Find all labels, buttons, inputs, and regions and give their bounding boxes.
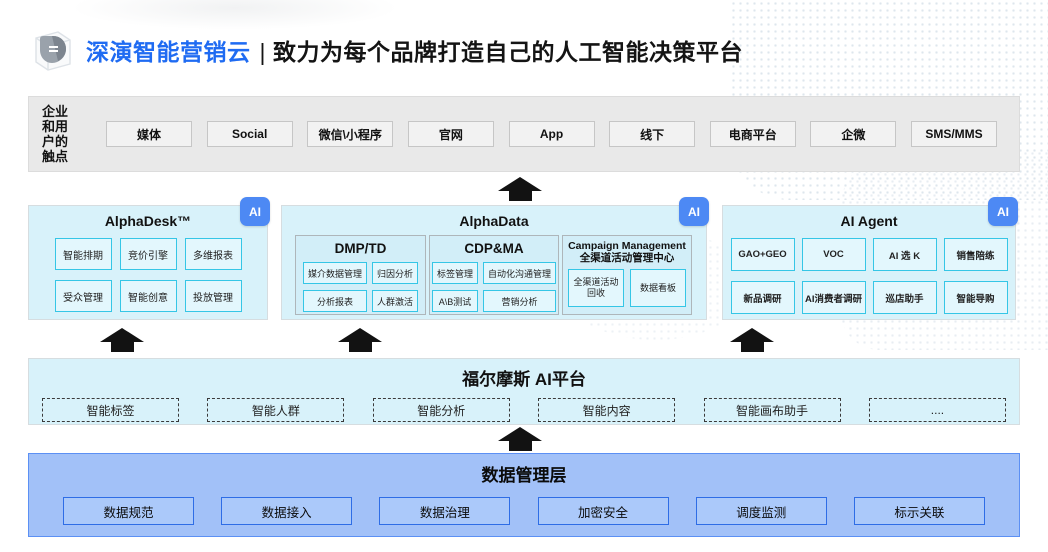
touchpoint-box: 官网 bbox=[407, 121, 494, 147]
capability-box: 智能内容 bbox=[538, 398, 676, 422]
data-module-box: 数据治理 bbox=[379, 497, 511, 525]
up-arrow-icon bbox=[100, 328, 144, 352]
touchpoint-box: Social bbox=[206, 121, 293, 147]
module-box: 多维报表 bbox=[184, 238, 242, 270]
capability-box: 智能画布助手 bbox=[703, 398, 841, 422]
touchpoint-box: 电商平台 bbox=[709, 121, 796, 147]
panel-alphadata: AI AlphaData DMP/TD 媒介数据管理归因分析分析报表人群激活 C… bbox=[281, 197, 709, 320]
capability-box: 智能人群 bbox=[207, 398, 345, 422]
subpanel-dmp-td: DMP/TD 媒介数据管理归因分析分析报表人群激活 bbox=[295, 235, 426, 315]
touchpoint-box: 线下 bbox=[609, 121, 696, 147]
capability-box: 智能标签 bbox=[42, 398, 179, 422]
module-box: 受众管理 bbox=[54, 280, 112, 312]
subpanel-campaign-title: Campaign Management 全渠道活动管理中心 bbox=[563, 236, 691, 264]
campaign-modules: 全渠道活动回收数据看板 bbox=[563, 269, 691, 307]
data-module-box: 数据接入 bbox=[221, 497, 353, 525]
touchpoint-box: 微信\小程序 bbox=[307, 121, 394, 147]
panel-alphadesk-title: AlphaDesk™ bbox=[104, 213, 192, 229]
module-box: 归因分析 bbox=[372, 262, 419, 284]
module-box: 媒介数据管理 bbox=[302, 262, 367, 284]
module-box: 标签管理 bbox=[431, 262, 478, 284]
module-box: 竞价引擎 bbox=[119, 238, 177, 270]
ai-badge: AI bbox=[988, 197, 1018, 226]
panel-ai-agent-title: AI Agent bbox=[840, 213, 898, 229]
data-management-title: 数据管理层 bbox=[481, 466, 567, 485]
touchpoint-box: SMS/MMS bbox=[911, 121, 997, 147]
title-separator: | bbox=[259, 39, 266, 65]
touchpoints-label-line: 企业 bbox=[42, 104, 69, 119]
touchpoints-label: 企业和用户的触点 bbox=[29, 104, 100, 164]
module-box: 自动化沟通管理 bbox=[483, 262, 557, 284]
up-arrow-icon bbox=[338, 328, 382, 352]
alphadata-subpanels: DMP/TD 媒介数据管理归因分析分析报表人群激活 CDP&MA 标签管理自动化… bbox=[282, 229, 706, 315]
module-box: 投放管理 bbox=[184, 280, 242, 312]
subpanel-dmp-title: DMP/TD bbox=[334, 241, 387, 256]
data-management-band: 数据管理层 数据规范数据接入数据治理加密安全调度监测标示关联 bbox=[28, 453, 1020, 537]
data-module-box: 标示关联 bbox=[853, 497, 985, 525]
panel-alphadesk: AI AlphaDesk™ 智能排期竞价引擎多维报表受众管理智能创意投放管理 bbox=[28, 197, 270, 320]
up-arrow-icon bbox=[498, 177, 542, 201]
module-box: GAO+GEO bbox=[730, 238, 795, 271]
panel-alphadata-title: AlphaData bbox=[459, 213, 529, 229]
background-glow bbox=[70, 0, 400, 30]
capability-box: 智能分析 bbox=[372, 398, 510, 422]
campaign-title-cn: 全渠道活动管理中心 bbox=[579, 252, 675, 264]
module-box: 智能创意 bbox=[119, 280, 177, 312]
touchpoints-label-line: 触点 bbox=[42, 149, 69, 164]
module-box: AI 选 K bbox=[872, 238, 937, 271]
data-module-box: 加密安全 bbox=[537, 497, 669, 525]
module-box: 营销分析 bbox=[483, 290, 557, 312]
touchpoint-list: 媒体 Social 微信\小程序官网 App 线下电商平台企微 SMS/MMS bbox=[100, 121, 1019, 147]
dmp-modules: 媒介数据管理归因分析分析报表人群激活 bbox=[296, 262, 425, 312]
capability-box: .... bbox=[868, 398, 1006, 422]
touchpoints-bar: 企业和用户的触点 媒体 Social 微信\小程序官网 App 线下电商平台企微 SMS/… bbox=[28, 96, 1020, 172]
module-box: 人群激活 bbox=[372, 290, 419, 312]
ai-badge: AI bbox=[679, 197, 709, 226]
ai-platform-band: 福尔摩斯 AI平台 智能标签 智能人群 智能分析 智能内容 智能画布助手.... bbox=[28, 358, 1020, 425]
module-box: 分析报表 bbox=[302, 290, 367, 312]
ai-badge: AI bbox=[240, 197, 270, 226]
module-box: VOC bbox=[801, 238, 866, 271]
page-title: 深演智能营销云 |致力为每个品牌打造自己的人工智能决策平台 bbox=[86, 33, 743, 67]
touchpoint-box: App bbox=[508, 121, 595, 147]
module-box: 全渠道活动回收 bbox=[568, 269, 624, 307]
module-box: 巡店助手 bbox=[872, 281, 937, 314]
module-box: 智能导购 bbox=[943, 281, 1008, 314]
module-box: 销售陪练 bbox=[943, 238, 1008, 271]
touchpoint-box: 企微 bbox=[810, 121, 897, 147]
tagline: 致力为每个品牌打造自己的人工智能决策平台 bbox=[272, 39, 743, 65]
module-box: AI消费者调研 bbox=[801, 281, 866, 314]
data-management-modules: 数据规范数据接入数据治理加密安全调度监测标示关联 bbox=[29, 486, 1019, 525]
module-box: 数据看板 bbox=[630, 269, 686, 307]
subpanel-campaign-management: Campaign Management 全渠道活动管理中心 全渠道活动回收数据看… bbox=[562, 235, 692, 315]
data-module-box: 数据规范 bbox=[63, 497, 194, 525]
up-arrow-icon bbox=[498, 427, 542, 451]
touchpoints-label-line: 户的 bbox=[42, 134, 69, 149]
brand-logo-cube-bubble-icon bbox=[35, 31, 71, 71]
up-arrow-icon bbox=[730, 328, 774, 352]
touchpoint-box: 媒体 bbox=[106, 121, 192, 147]
data-module-box: 调度监测 bbox=[695, 497, 827, 525]
subpanel-cdp-title: CDP&MA bbox=[464, 241, 524, 256]
module-box: A\B测试 bbox=[431, 290, 478, 312]
campaign-title-en: Campaign Management bbox=[568, 240, 686, 252]
header: 深演智能营销云 |致力为每个品牌打造自己的人工智能决策平台 bbox=[28, 26, 743, 74]
ai-platform-capabilities: 智能标签 智能人群 智能分析 智能内容 智能画布助手.... bbox=[29, 390, 1019, 422]
module-box: 智能排期 bbox=[54, 238, 112, 270]
alphadesk-modules: 智能排期竞价引擎多维报表受众管理智能创意投放管理 bbox=[29, 238, 267, 312]
ai-platform-title: 福尔摩斯 AI平台 bbox=[462, 370, 586, 389]
brand-name: 深演智能营销云 bbox=[86, 39, 251, 65]
touchpoints-label-line: 和用 bbox=[42, 119, 69, 134]
module-box: 新品调研 bbox=[730, 281, 795, 314]
